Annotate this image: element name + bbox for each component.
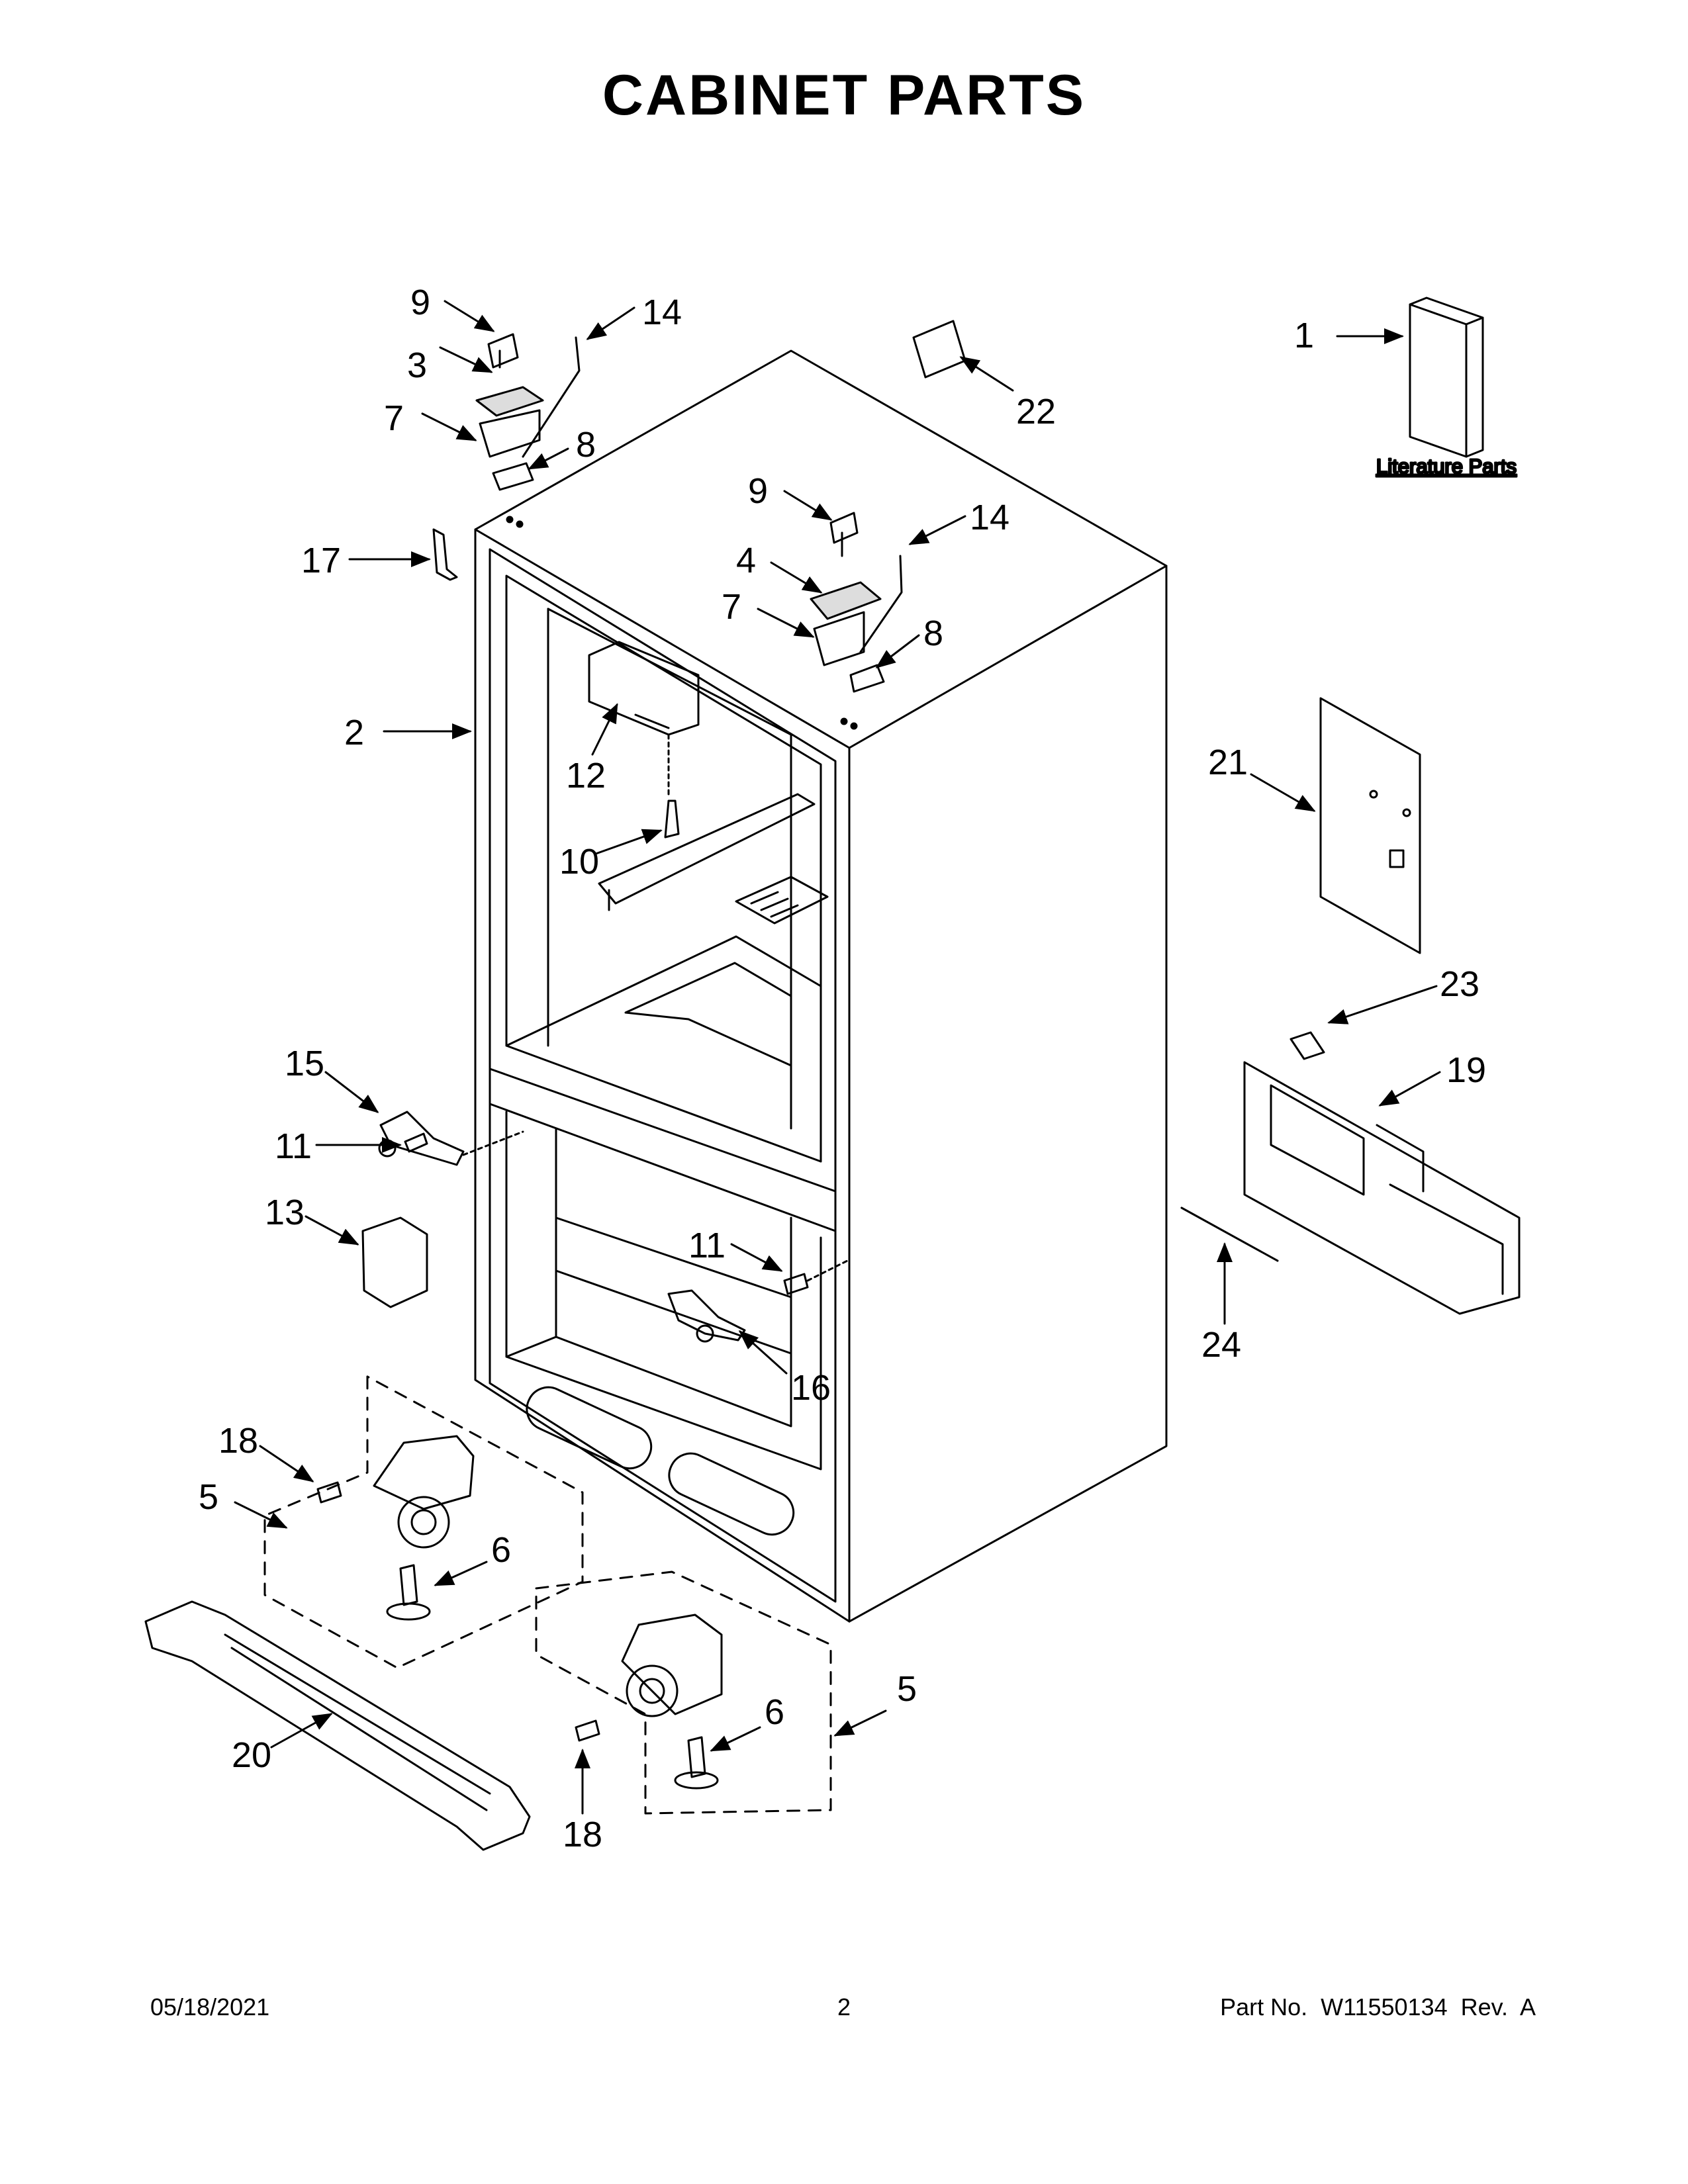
screw-11-left [404, 1132, 428, 1153]
cover-13 [361, 1216, 428, 1308]
callout-11-left: 11 [275, 1126, 312, 1166]
panel-21 [1319, 697, 1421, 954]
callout-13: 13 [265, 1193, 305, 1232]
bracket-17 [432, 528, 458, 581]
roller-assembly-left [263, 1375, 584, 1669]
center-top-hinge-assembly [810, 512, 903, 730]
callout-2: 2 [344, 713, 364, 752]
callout-21: 21 [1208, 743, 1248, 782]
literature-parts-illustration [1409, 296, 1484, 458]
callout-5-left: 5 [199, 1477, 218, 1517]
callout-8-right: 8 [923, 614, 943, 653]
callout-5-right: 5 [897, 1669, 917, 1709]
callout-20: 20 [232, 1735, 271, 1775]
callout-9-left: 9 [410, 283, 430, 322]
footer-date: 05/18/2021 [150, 1993, 270, 2021]
callout-8-left: 8 [576, 425, 596, 465]
bracket-15 [379, 1111, 465, 1166]
left-top-hinge-assembly [475, 333, 581, 528]
callout-14-right: 14 [970, 498, 1009, 537]
callout-22: 22 [1016, 392, 1056, 432]
callout-19: 19 [1446, 1050, 1486, 1090]
rear-panel-19 [1180, 1031, 1521, 1315]
callout-17: 17 [301, 541, 341, 580]
page-title: CABINET PARTS [602, 64, 1086, 127]
callout-6-left: 6 [491, 1530, 511, 1570]
callout-24: 24 [1201, 1325, 1241, 1365]
callout-7-right: 7 [722, 587, 741, 627]
callout-18-left: 18 [218, 1421, 258, 1461]
callout-1: 1 [1294, 316, 1314, 355]
roller-assembly-right [535, 1570, 832, 1815]
toe-grille-20 [144, 1600, 531, 1851]
callout-15: 15 [285, 1044, 324, 1083]
callout-4: 4 [736, 541, 756, 580]
callout-10: 10 [559, 842, 599, 882]
callout-3: 3 [407, 345, 427, 385]
callout-11-center: 11 [688, 1226, 726, 1265]
callout-14-left: 14 [642, 293, 682, 332]
cabinet-shell [474, 349, 1168, 1623]
callout-7-left: 7 [384, 398, 404, 438]
callout-16: 16 [791, 1368, 831, 1408]
footer-page-number: 2 [837, 1993, 851, 2021]
callout-numbers: 1 2 3 4 5 5 6 6 7 7 8 8 9 9 10 11 11 12 … [199, 283, 1486, 1854]
callout-18-bottom: 18 [563, 1815, 602, 1854]
screw-11-center [783, 1273, 809, 1295]
callout-6-right: 6 [765, 1692, 784, 1732]
callout-12: 12 [566, 756, 606, 796]
literature-parts-label: Literature Parts [1376, 455, 1517, 478]
callout-9-right: 9 [748, 471, 768, 511]
label-22 [912, 320, 966, 379]
callout-23: 23 [1440, 964, 1479, 1004]
leader-arrows [234, 300, 1441, 1815]
footer-part-number: Part No. W11550134 Rev. A [1220, 1993, 1536, 2021]
parts-12-10 [588, 641, 700, 839]
